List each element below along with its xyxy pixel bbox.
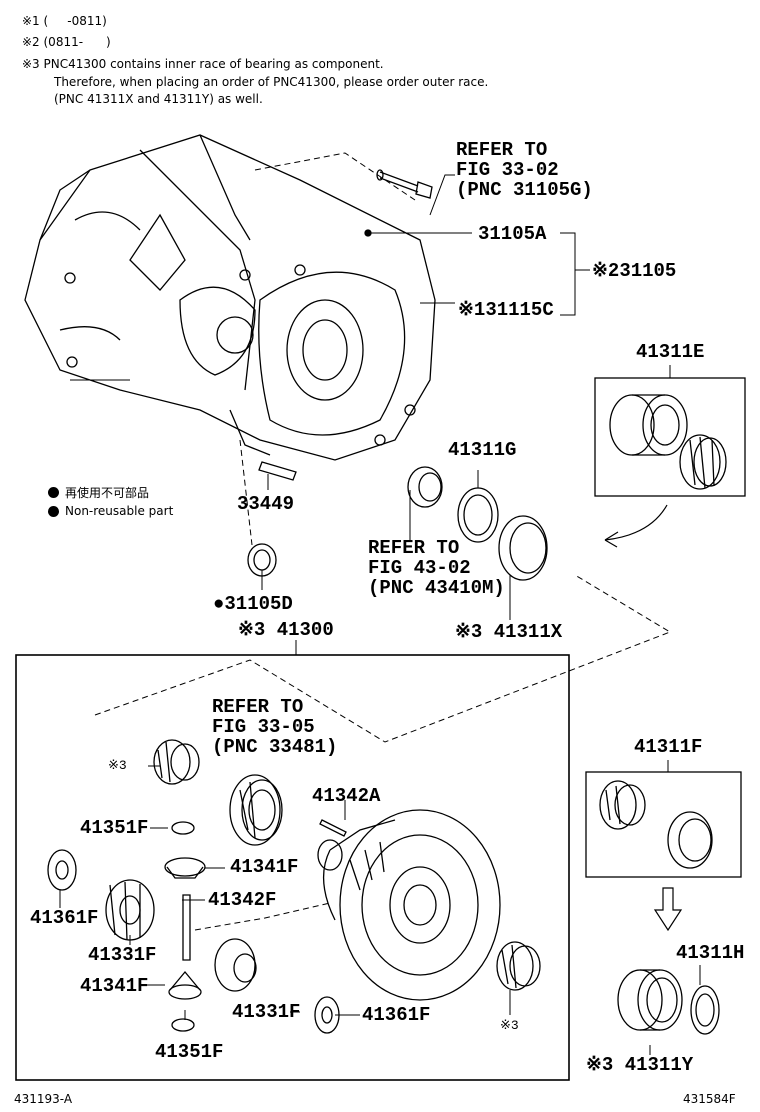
pin-41342A-illustration — [319, 819, 347, 837]
bullet-icon — [48, 487, 59, 498]
footer-left-code: 431193-A — [14, 1092, 73, 1106]
shim-41311H-illustration — [690, 985, 720, 1035]
label-41342F: 41342F — [208, 889, 277, 911]
pinion-41341F-bottom-illustration — [168, 970, 202, 1000]
washer-41361F-right-illustration — [314, 996, 340, 1034]
differential-illustration — [317, 809, 501, 1001]
side-gear-41331F-left-illustration — [105, 879, 155, 941]
bearing-inner-race-left-illustration — [153, 739, 200, 785]
label-41311X: ※3 41311X — [455, 621, 563, 643]
shim-41311G-illustration — [457, 487, 499, 543]
note-3: ※3 PNC41300 contains inner race of beari… — [22, 57, 384, 71]
footer-right-code: 431584F — [683, 1092, 736, 1106]
part-33449-illustration — [258, 461, 297, 481]
label-31105A: 31105A — [478, 223, 547, 245]
ref-fig-33-05-line3: (PNC 33481) — [212, 736, 338, 758]
label-41311H: 41311H — [676, 942, 745, 964]
transaxle-housing-illustration — [24, 134, 436, 461]
label-41351F-top: 41351F — [80, 817, 149, 839]
ref-fig-43-02-line3: (PNC 43410M) — [368, 577, 505, 599]
bearing-41311F-illustration — [599, 780, 713, 869]
side-gear-41331F-right-illustration — [214, 938, 257, 992]
note-1: ※1 ( -0811) — [22, 14, 107, 28]
bearing-41311E-illustration — [609, 394, 727, 490]
label-41311E: 41311E — [636, 341, 705, 363]
label-41341F-bottom: 41341F — [80, 975, 149, 997]
label-41311F: 41311F — [634, 736, 703, 758]
label-41311Y: ※3 41311Y — [586, 1054, 694, 1076]
note-2: ※2 (0811- ) — [22, 35, 111, 49]
label-mark3-right: ※3 — [500, 1018, 519, 1033]
arrow-down-41311F — [653, 887, 683, 932]
box-41311F — [585, 771, 742, 878]
ref-fig-33-02-line1: REFER TO — [456, 139, 548, 161]
box-41300 — [15, 654, 570, 1081]
bearing-inner-race-right-illustration — [496, 941, 541, 991]
washer-41351F-bottom-illustration — [171, 1018, 195, 1032]
ref-fig-43-02-line2: FIG 43-02 — [368, 557, 471, 579]
race-41311X-illustration — [498, 515, 548, 581]
label-41331F-left: 41331F — [88, 944, 157, 966]
label-41361F-left: 41361F — [30, 907, 99, 929]
note-4: Therefore, when placing an order of PNC4… — [54, 75, 489, 89]
bullet-icon — [48, 505, 59, 517]
label-41311G: 41311G — [448, 439, 517, 461]
label-41331F-right: 41331F — [232, 1001, 301, 1023]
ref-fig-43-02-line1: REFER TO — [368, 537, 460, 559]
box-41311E — [594, 377, 746, 497]
bearing-33481-illustration — [229, 774, 283, 846]
washer-41361F-left-illustration — [47, 849, 77, 891]
legend-en: Non-reusable part — [48, 504, 173, 518]
race-41311Y-illustration — [617, 969, 683, 1031]
label-mark3-left: ※3 — [108, 758, 127, 773]
ref-fig-33-05-line2: FIG 33-05 — [212, 716, 315, 738]
label-41341F-top: 41341F — [230, 856, 299, 878]
legend-jp: 再使用不可部品 — [48, 484, 149, 501]
label-31115C: ※131115C — [458, 299, 554, 321]
label-33449: 33449 — [237, 493, 295, 515]
note-5: (PNC 41311X and 41311Y) as well. — [54, 92, 263, 106]
bolt-illustration — [376, 169, 433, 199]
legend-en-text: Non-reusable part — [65, 504, 174, 518]
label-41361F-right: 41361F — [362, 1004, 431, 1026]
label-31105D: ●31105D — [213, 593, 293, 615]
oil-seal-illustration — [407, 466, 443, 508]
arrow-41311E — [604, 504, 668, 541]
ref-fig-33-02-line3: (PNC 31105G) — [456, 179, 593, 201]
seal-31105D-illustration — [247, 543, 277, 577]
pin-illustration — [364, 229, 372, 237]
washer-41351F-top-illustration — [171, 821, 195, 835]
label-41351F-bottom: 41351F — [155, 1041, 224, 1063]
label-31105: ※231105 — [592, 260, 677, 282]
label-41300: ※3 41300 — [238, 619, 334, 641]
shaft-41342F-illustration — [182, 894, 191, 961]
ref-fig-33-05-line1: REFER TO — [212, 696, 304, 718]
ref-fig-33-02-line2: FIG 33-02 — [456, 159, 559, 181]
pinion-41341F-top-illustration — [164, 857, 206, 879]
label-41342A: 41342A — [312, 785, 381, 807]
legend-jp-text: 再使用不可部品 — [65, 486, 150, 500]
